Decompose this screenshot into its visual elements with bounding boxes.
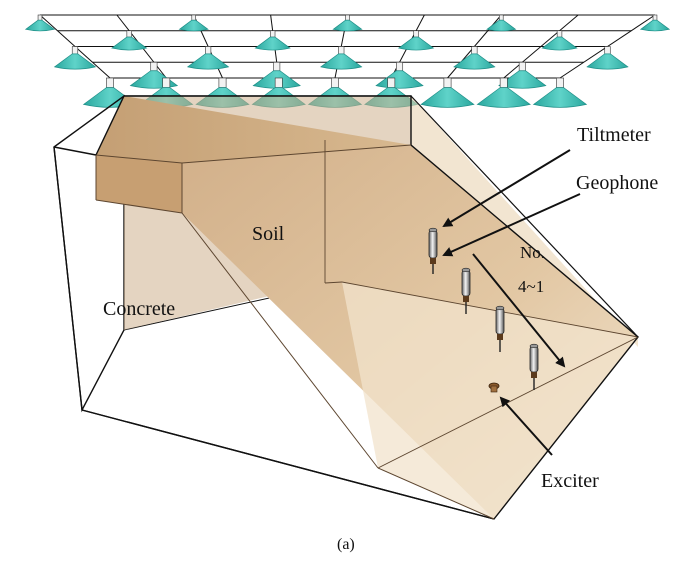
exciter-icon bbox=[488, 382, 500, 393]
sensor-probe-2 bbox=[495, 305, 505, 352]
sprinkler-nozzle-icon bbox=[476, 77, 531, 108]
tiltmeter-label: Tiltmeter bbox=[577, 124, 651, 146]
sprinkler-nozzle-icon bbox=[332, 14, 363, 32]
sensor-probe-1 bbox=[529, 343, 539, 390]
sensor-number-range-label: 4~1 bbox=[518, 277, 545, 296]
soil-label: Soil bbox=[252, 223, 285, 245]
sprinkler-nozzle-icon bbox=[639, 14, 671, 32]
sprinkler-pipe bbox=[503, 14, 579, 79]
sprinkler-nozzle-icon bbox=[375, 61, 424, 89]
figure-caption: (a) bbox=[337, 536, 355, 553]
sprinkler-nozzle-icon bbox=[320, 46, 363, 70]
annotation-arrows bbox=[442, 149, 581, 456]
rainfall-sprinkler-grid bbox=[24, 14, 671, 108]
sprinkler-nozzle-icon bbox=[254, 30, 291, 51]
geophone-label: Geophone bbox=[576, 172, 659, 194]
sprinkler-nozzle-icon bbox=[129, 61, 179, 89]
sprinkler-nozzle-icon bbox=[186, 46, 230, 70]
sprinkler-nozzle-icon bbox=[178, 14, 209, 32]
sprinkler-nozzle-icon bbox=[532, 77, 588, 108]
sensor-order-arrow bbox=[472, 253, 566, 368]
soil-body bbox=[81, 95, 639, 520]
exciter-arrow bbox=[499, 396, 553, 456]
sprinkler-nozzle-icon bbox=[453, 46, 496, 70]
sprinkler-nozzle-icon bbox=[420, 77, 475, 108]
sensor-probe-3 bbox=[461, 267, 471, 314]
sensor-number-label: No. bbox=[520, 243, 546, 262]
sprinkler-nozzle-icon bbox=[486, 14, 517, 32]
sprinkler-nozzle-icon bbox=[24, 14, 56, 32]
sprinkler-nozzle-icon bbox=[111, 30, 148, 51]
sensor-array bbox=[428, 227, 539, 393]
geophone-arrow bbox=[442, 193, 581, 257]
sprinkler-nozzle-icon bbox=[53, 46, 97, 70]
sprinkler-nozzle-icon bbox=[397, 30, 435, 51]
concrete-label: Concrete bbox=[103, 298, 176, 320]
sensor-probe-4 bbox=[428, 227, 438, 274]
sprinkler-nozzle-icon bbox=[541, 30, 578, 51]
exciter-label: Exciter bbox=[541, 470, 599, 492]
sprinkler-nozzle-icon bbox=[586, 46, 629, 70]
tiltmeter-arrow bbox=[442, 149, 571, 228]
